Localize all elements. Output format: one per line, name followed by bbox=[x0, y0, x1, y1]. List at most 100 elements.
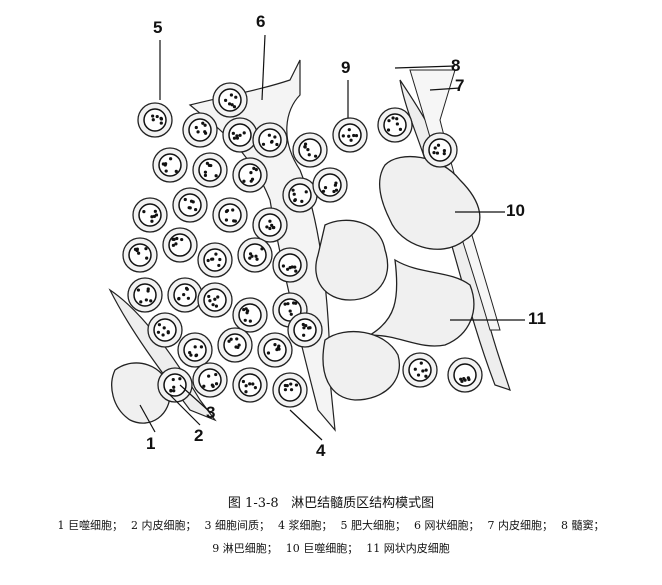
chromatin-dot bbox=[416, 373, 421, 377]
chromatin-dot bbox=[301, 322, 305, 327]
legend-line-1: 1 巨噬细胞；2 内皮细胞；3 细胞间质；4 浆细胞；5 肥大细胞；6 网状细胞… bbox=[0, 517, 662, 533]
chromatin-dot bbox=[217, 263, 221, 268]
chromatin-dot bbox=[151, 114, 155, 118]
macrophages bbox=[111, 155, 481, 424]
chromatin-dot bbox=[275, 347, 279, 352]
chromatin-dot bbox=[161, 333, 165, 337]
cell-nucleus bbox=[138, 203, 162, 227]
leader-line bbox=[179, 384, 211, 413]
chromatin-dot bbox=[304, 324, 308, 328]
chromatin-dot bbox=[254, 254, 258, 258]
leader-line bbox=[169, 394, 201, 426]
chromatin-dot bbox=[227, 102, 232, 106]
chromatin-dot bbox=[194, 125, 198, 130]
chromatin-dot bbox=[207, 294, 211, 299]
chromatin-dot bbox=[133, 247, 138, 251]
chromatin-dot bbox=[216, 295, 220, 299]
chromatin-dot bbox=[255, 257, 259, 261]
chromatin-dot bbox=[252, 166, 256, 170]
chromatin-dot bbox=[306, 326, 311, 330]
callout-4: 4 bbox=[316, 441, 326, 460]
chromatin-dot bbox=[223, 98, 228, 102]
chromatin-dot bbox=[157, 323, 162, 327]
chromatin-dot bbox=[164, 169, 168, 173]
chromatin-dot bbox=[292, 192, 296, 196]
chromatin-dot bbox=[214, 174, 218, 178]
chromatin-dot bbox=[303, 145, 307, 149]
chromatin-dot bbox=[307, 153, 311, 157]
chromatin-dot bbox=[188, 351, 192, 355]
chromatin-dot bbox=[146, 287, 150, 291]
chromatin-dot bbox=[211, 303, 215, 307]
chromatin-dot bbox=[304, 190, 308, 194]
chromatin-dot bbox=[149, 299, 153, 303]
callout-9: 9 bbox=[341, 58, 351, 77]
chromatin-dot bbox=[306, 148, 310, 152]
legend-item: 10 巨噬细胞； bbox=[285, 542, 359, 555]
chromatin-dot bbox=[203, 170, 208, 174]
cell-nucleus bbox=[258, 213, 282, 237]
chromatin-dot bbox=[175, 236, 179, 241]
chromatin-dot bbox=[275, 142, 279, 147]
cell-nucleus bbox=[428, 138, 452, 162]
cell-nucleus bbox=[238, 303, 262, 327]
chromatin-dot bbox=[236, 345, 240, 349]
chromatin-dot bbox=[249, 179, 253, 183]
chromatin-dot bbox=[395, 117, 399, 121]
chromatin-dot bbox=[174, 169, 178, 173]
chromatin-dot bbox=[180, 237, 184, 242]
chromatin-dot bbox=[174, 242, 178, 246]
legend-item: 5 肥大细胞； bbox=[340, 519, 407, 532]
chromatin-dot bbox=[231, 208, 235, 212]
cell-nucleus bbox=[223, 333, 247, 357]
chromatin-dot bbox=[206, 258, 210, 263]
cell-nucleus bbox=[318, 173, 342, 197]
chromatin-dot bbox=[293, 198, 297, 202]
chromatin-dot bbox=[268, 226, 272, 231]
chromatin-dot bbox=[186, 296, 190, 300]
chromatin-dot bbox=[144, 247, 148, 251]
chromatin-dot bbox=[321, 189, 326, 193]
chromatin-dot bbox=[332, 189, 336, 194]
chromatin-dot bbox=[419, 361, 423, 365]
chromatin-dot bbox=[171, 237, 175, 241]
callout-1: 1 bbox=[146, 434, 156, 453]
chromatin-dot bbox=[194, 207, 198, 212]
chromatin-dot bbox=[251, 382, 255, 386]
chromatin-dot bbox=[283, 388, 288, 392]
chromatin-dot bbox=[300, 199, 304, 203]
chromatin-dot bbox=[211, 257, 215, 261]
cell-nucleus bbox=[293, 318, 317, 342]
chromatin-dot bbox=[242, 131, 246, 135]
callout-3: 3 bbox=[206, 403, 216, 422]
chromatin-dot bbox=[169, 157, 173, 161]
chromatin-dot bbox=[249, 171, 253, 175]
chromatin-dot bbox=[272, 225, 276, 230]
chromatin-dot bbox=[273, 135, 277, 139]
chromatin-dot bbox=[139, 300, 143, 304]
leader-line bbox=[289, 409, 323, 441]
chromatin-dot bbox=[303, 142, 308, 146]
chromatin-dot bbox=[183, 197, 187, 202]
cell-nucleus bbox=[198, 158, 222, 182]
cell-nucleus bbox=[238, 163, 262, 187]
leader-line bbox=[394, 65, 456, 69]
chromatin-dot bbox=[177, 296, 181, 301]
chromatin-dot bbox=[196, 130, 200, 134]
cell-nucleus bbox=[153, 318, 177, 342]
chromatin-dot bbox=[218, 257, 222, 262]
legend-item: 8 髓窦； bbox=[561, 519, 605, 532]
chromatin-dot bbox=[435, 151, 440, 155]
chromatin-dot bbox=[241, 379, 246, 384]
chromatin-dot bbox=[232, 219, 236, 223]
chromatin-dot bbox=[142, 210, 146, 214]
callout-10: 10 bbox=[506, 201, 525, 220]
legend-line-2: 9 淋巴细胞；10 巨噬细胞；11 网状内皮细胞 bbox=[0, 540, 662, 556]
chromatin-dot bbox=[354, 133, 359, 138]
chromatin-dot bbox=[230, 103, 234, 107]
chromatin-dot bbox=[313, 154, 318, 158]
cell-nucleus bbox=[263, 338, 287, 362]
callout-11: 11 bbox=[528, 309, 546, 328]
chromatin-dot bbox=[466, 376, 470, 380]
chromatin-dot bbox=[277, 344, 281, 348]
